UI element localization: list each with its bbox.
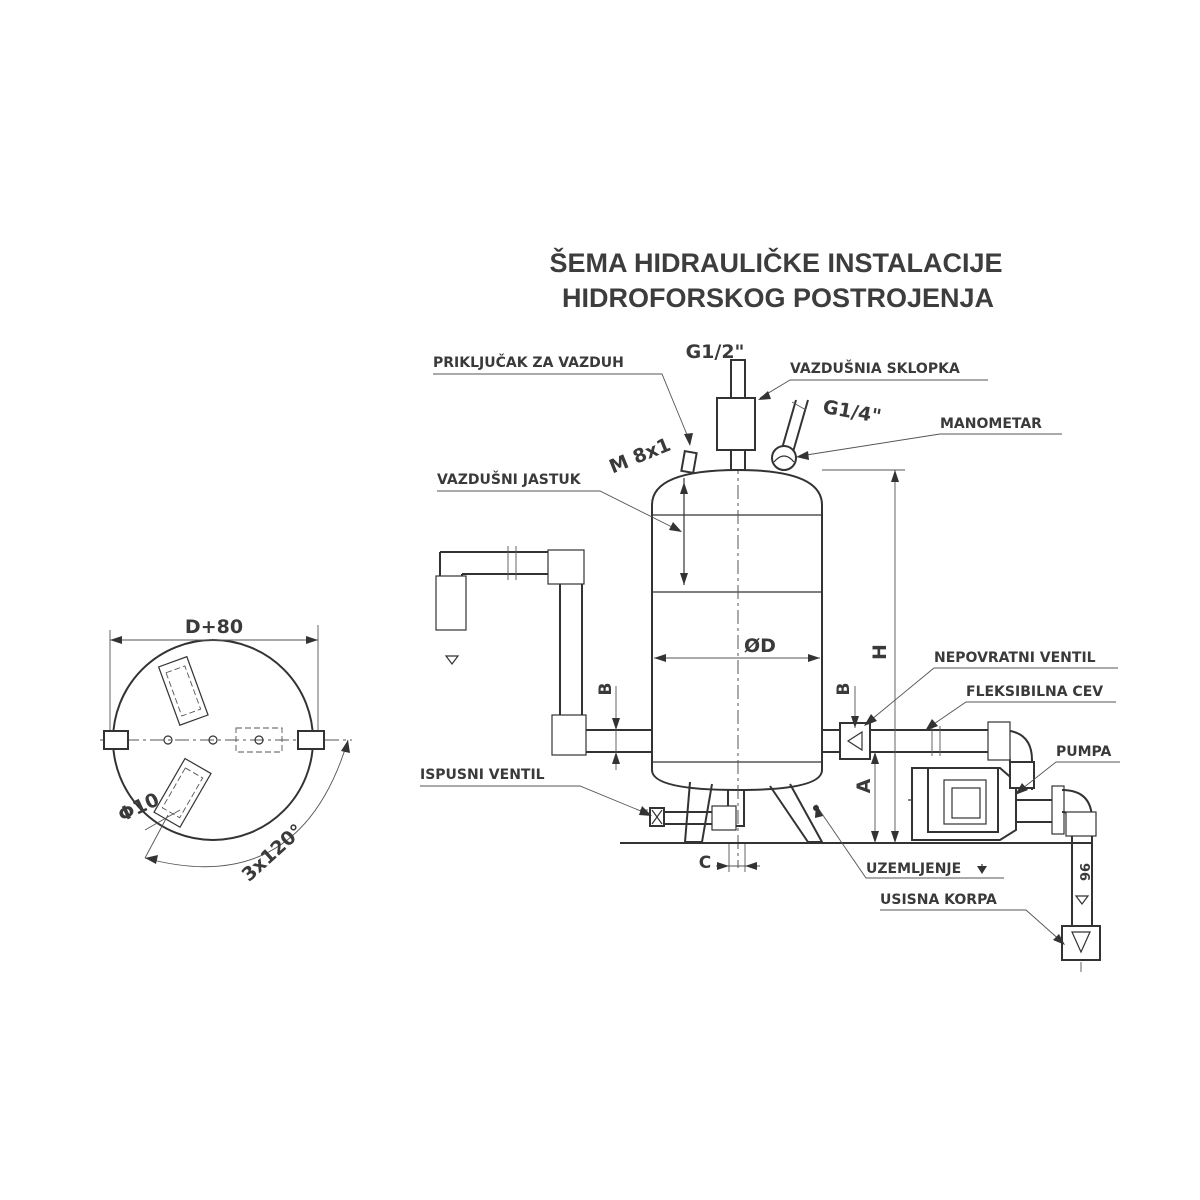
air-valve-m8x1 — [680, 449, 698, 475]
title-line-2: HIDROFORSKOG POSTROJENJA — [562, 283, 994, 313]
dimension-b-right: B — [834, 683, 854, 696]
ground-icon — [977, 864, 987, 874]
check-valve — [839, 722, 871, 760]
tank-shell — [651, 468, 823, 792]
discharge-pipe-right — [822, 721, 1033, 790]
dimension-c: C — [699, 853, 711, 873]
title-line-1: ŠEMA HIDRAULIČKE INSTALACIJE — [549, 247, 1002, 278]
label-g14: G1/4" — [821, 396, 883, 428]
label-suction-basket: USISNA KORPA — [880, 892, 997, 908]
label-m8x1: M 8x1 — [606, 434, 674, 478]
callouts: PRIKLJUČAK ZA VAZDUH G1/2" VAZDUŠNIA SKL… — [420, 341, 1120, 945]
label-air-switch: VAZDUŠNIA SKLOPKA — [790, 359, 960, 377]
pipe-stub-right — [297, 730, 325, 750]
label-drain-valve: ISPUSNI VENTIL — [420, 767, 545, 783]
label-manometer: MANOMETAR — [940, 416, 1042, 432]
foot-top — [157, 655, 209, 726]
pipe-stub-left — [103, 730, 129, 750]
label-air-cushion: VAZDUŠNI JASTUK — [437, 470, 582, 488]
label-flex-hose: FLEKSIBILNA CEV — [966, 684, 1103, 700]
label-pump: PUMPA — [1056, 744, 1112, 760]
dimension-b-left: B — [596, 683, 616, 696]
label-grounding: UZEMLJENJE — [866, 861, 961, 877]
top-view: D+80 3x120° Φ10 — [100, 616, 352, 886]
suction-basket: 96 — [1061, 863, 1101, 972]
tank-leg-right — [769, 783, 824, 843]
foot-right — [235, 727, 283, 753]
pump — [908, 761, 1097, 932]
angle-arc — [144, 739, 349, 868]
depth-mark: 96 — [1076, 863, 1091, 881]
air-switch — [716, 397, 756, 451]
dimension-h: H — [869, 644, 891, 660]
outlet-pipe-left: B — [435, 546, 652, 770]
label-check-valve: NEPOVRATNI VENTIL — [934, 650, 1096, 666]
drain-valve — [640, 805, 737, 831]
label-g12: G1/2" — [686, 341, 745, 363]
dimension-angle: 3x120° — [238, 820, 308, 886]
pressure-tank: ØD — [651, 359, 824, 868]
foot-bottom — [153, 757, 212, 829]
manometer-gauge — [771, 445, 797, 471]
dimension-a: A — [853, 778, 875, 793]
dimension-od: ØD — [744, 635, 776, 657]
label-air-connection: PRIKLJUČAK ZA VAZDUH — [433, 353, 624, 371]
dimension-d80: D+80 — [185, 616, 243, 638]
